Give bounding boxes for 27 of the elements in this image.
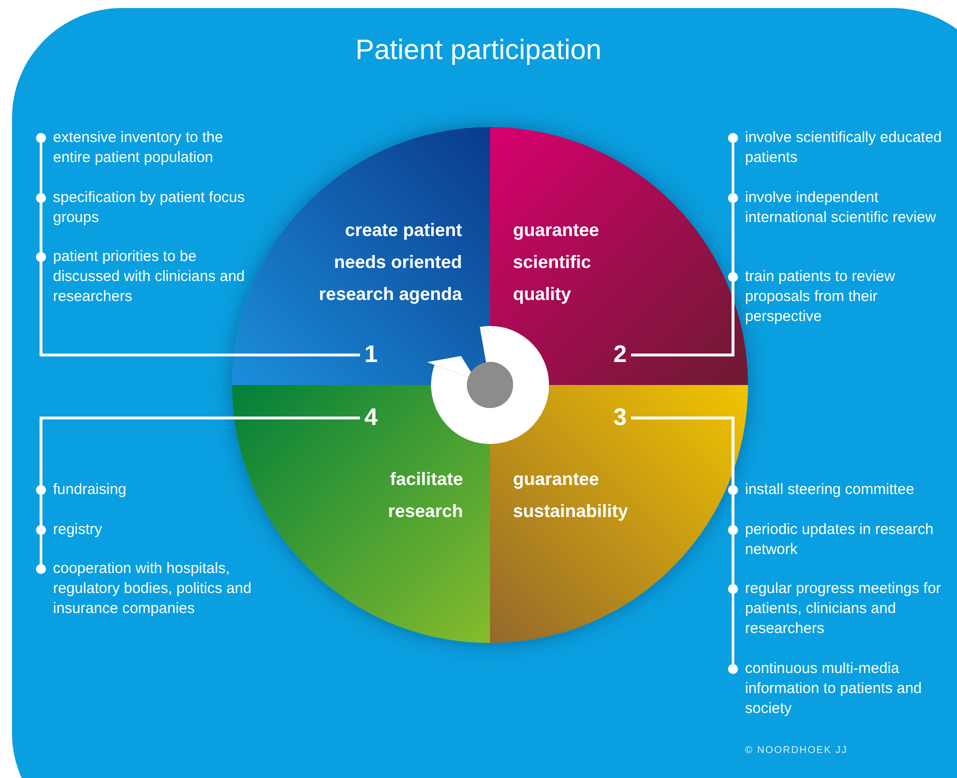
- goal-text: facilitate research: [386, 468, 463, 523]
- action-text: regular progress meetings for patients, clinicians and researchers: [733, 579, 953, 639]
- action-text: train patients to review proposals from their perspective: [733, 267, 953, 327]
- action-text: fundraising: [41, 480, 263, 500]
- bracket-connector: [36, 252, 360, 356]
- goal-text: create patient needs oriented research agenda: [318, 219, 462, 306]
- action-text: extensive inventory to the entire patient population: [41, 128, 263, 168]
- goal-text: guarantee scientific quality: [513, 219, 600, 306]
- action-text: registry: [41, 520, 263, 540]
- action-text: continuous multi-media information to patients and society: [733, 659, 953, 719]
- action-text: involve scientifically educated patients: [733, 128, 953, 168]
- title: Patient participation: [354, 34, 602, 66]
- action-text: patient priorities to be discussed with clinicians and researchers: [41, 247, 263, 307]
- action-text: cooperation with hospitals, regulatory bodies, politics and insurance companies: [41, 559, 263, 619]
- bracket-connector: [631, 416, 738, 674]
- bracket-connector: [36, 416, 360, 574]
- action-text: periodic updates in research network: [733, 520, 953, 560]
- step-number: 1: [361, 340, 381, 370]
- bracket-connector: [631, 272, 738, 356]
- action-text: involve independent international scientific review: [733, 188, 953, 228]
- action-text: install steering committee: [733, 480, 953, 500]
- action-text: specification by patient focus groups: [41, 188, 263, 228]
- step-number: 4: [361, 403, 381, 433]
- step-number: 2: [610, 340, 630, 370]
- goal-text: guarantee sustainability: [513, 468, 630, 523]
- step-number: 3: [610, 403, 630, 433]
- copyright-note: © NOORDHOEK JJ: [745, 745, 848, 756]
